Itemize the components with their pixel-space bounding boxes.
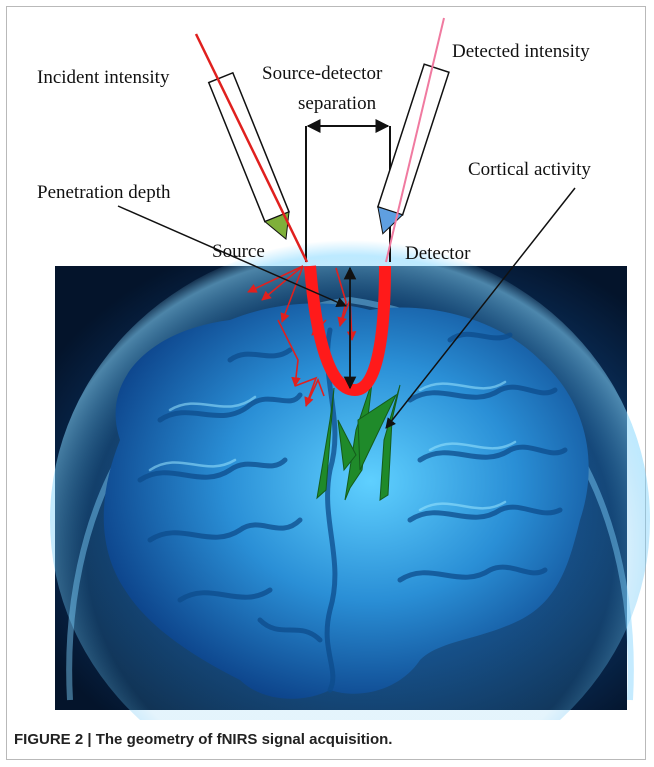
separation-label-line2: separation bbox=[298, 94, 376, 113]
detected-beam bbox=[386, 18, 444, 262]
caption-separator: | bbox=[83, 731, 96, 748]
source-label: Source bbox=[212, 242, 265, 261]
separation-label-line1: Source-detector bbox=[262, 64, 382, 83]
detector-label: Detector bbox=[405, 244, 470, 263]
figure-caption: FIGURE 2 | The geometry of fNIRS signal … bbox=[14, 731, 392, 748]
cortical-activity-label: Cortical activity bbox=[468, 160, 591, 179]
figure-number: FIGURE 2 bbox=[14, 731, 83, 748]
penetration-depth-label: Penetration depth bbox=[37, 183, 171, 202]
caption-text: The geometry of fNIRS signal acquisition… bbox=[96, 731, 393, 748]
detected-intensity-label: Detected intensity bbox=[452, 42, 590, 61]
incident-intensity-label: Incident intensity bbox=[37, 68, 169, 87]
detector-probe-icon bbox=[370, 64, 448, 238]
